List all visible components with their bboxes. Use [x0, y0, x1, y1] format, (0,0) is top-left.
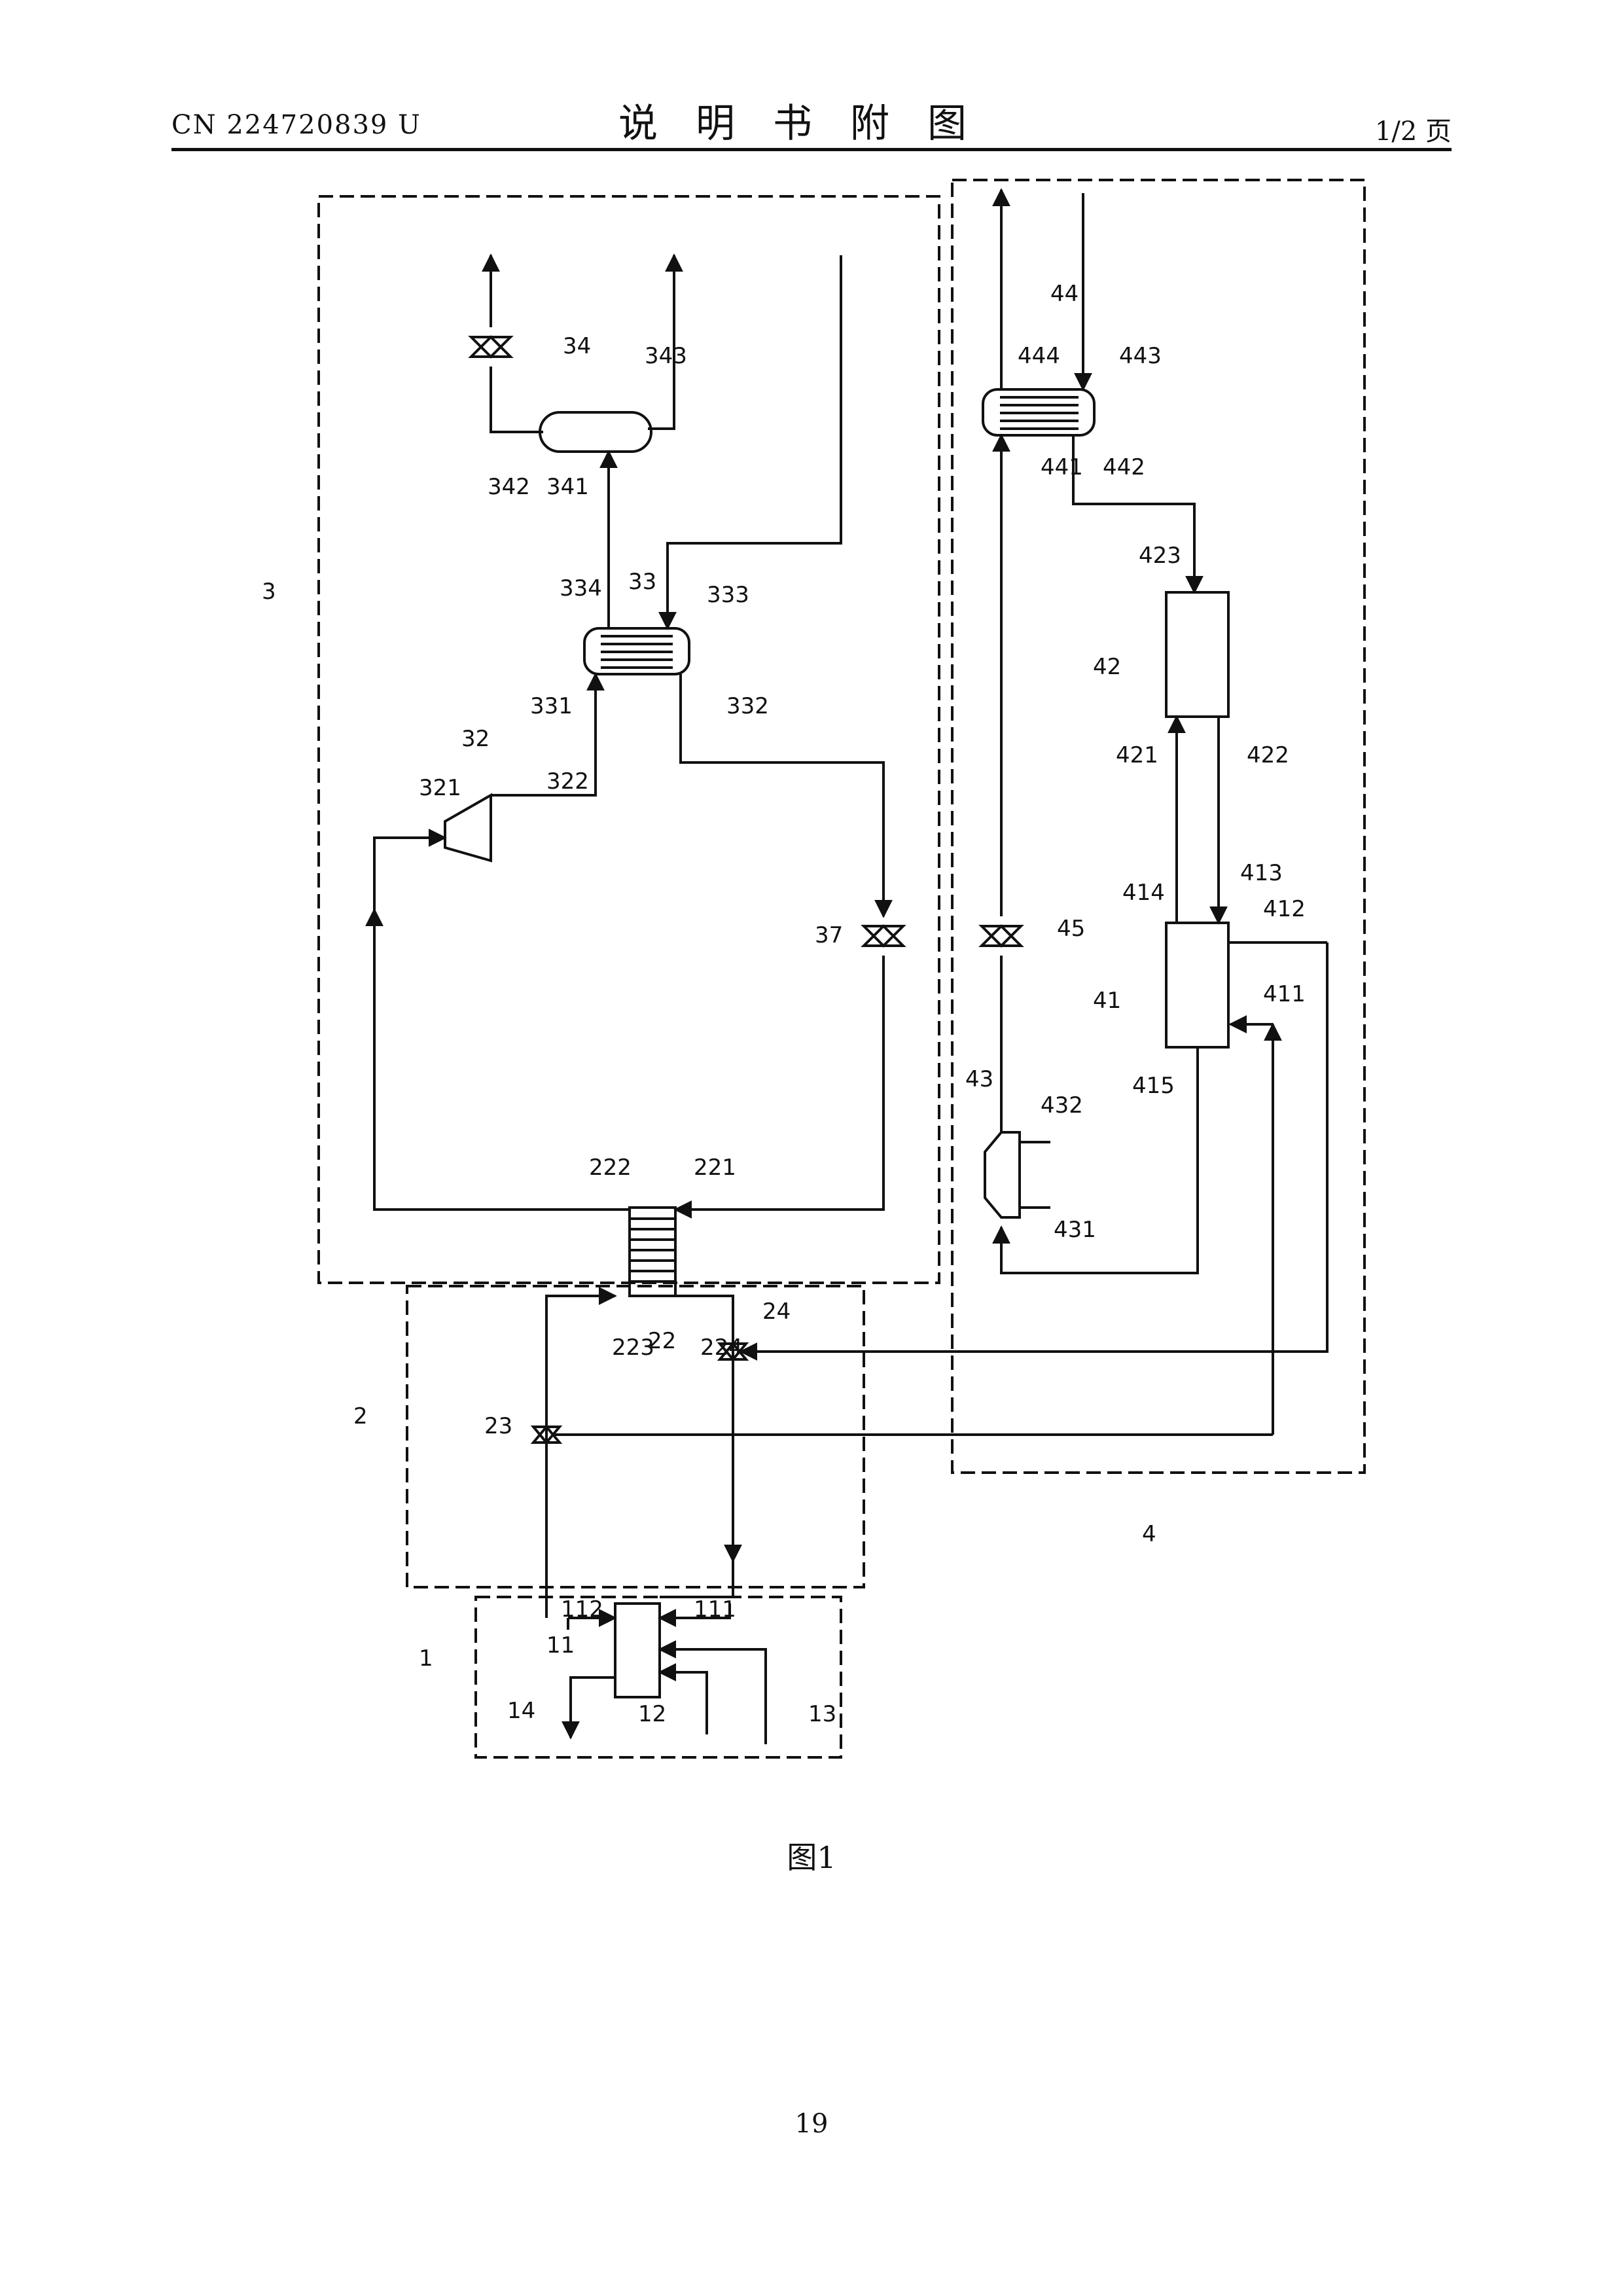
- label-332: 332: [726, 693, 769, 719]
- label-32: 32: [461, 726, 490, 752]
- label-444: 444: [1018, 343, 1060, 369]
- label-423: 423: [1139, 543, 1181, 569]
- figure-caption: 图1: [0, 1834, 1623, 1877]
- label-37: 37: [815, 922, 843, 948]
- label-42: 42: [1093, 654, 1121, 680]
- label-3: 3: [262, 579, 276, 605]
- label-1: 1: [419, 1645, 433, 1672]
- unit-42: [1166, 592, 1228, 717]
- label-223: 223: [612, 1335, 654, 1361]
- boundary-3: [319, 196, 939, 1283]
- unit-11: [615, 1604, 660, 1697]
- label-443: 443: [1119, 343, 1162, 369]
- label-11: 11: [546, 1632, 575, 1659]
- page-number: 19: [0, 2109, 1623, 2139]
- label-341: 341: [546, 474, 589, 500]
- label-322: 322: [546, 768, 589, 795]
- label-432: 432: [1041, 1092, 1083, 1119]
- label-33: 33: [628, 569, 656, 595]
- label-342: 342: [488, 474, 530, 500]
- label-411: 411: [1263, 981, 1306, 1007]
- label-12: 12: [638, 1701, 666, 1727]
- label-4: 4: [1142, 1521, 1156, 1547]
- label-14: 14: [507, 1698, 535, 1724]
- label-44: 44: [1050, 281, 1079, 307]
- label-222: 222: [589, 1155, 632, 1181]
- separator-34: [540, 412, 651, 452]
- label-413: 413: [1240, 860, 1283, 886]
- boundary-2: [407, 1286, 864, 1587]
- label-34: 34: [563, 333, 591, 359]
- label-441: 441: [1041, 454, 1083, 480]
- label-23: 23: [484, 1413, 512, 1439]
- label-412: 412: [1263, 896, 1306, 922]
- label-13: 13: [808, 1701, 836, 1727]
- label-331: 331: [530, 693, 573, 719]
- compressor-32: [445, 795, 491, 861]
- label-321: 321: [419, 775, 461, 801]
- label-224: 224: [700, 1335, 743, 1361]
- label-421: 421: [1116, 742, 1158, 768]
- label-422: 422: [1247, 742, 1289, 768]
- boundary-4: [952, 180, 1364, 1473]
- label-111: 111: [694, 1596, 736, 1623]
- label-343: 343: [645, 343, 687, 369]
- diagram-labels: 3 4 2 1 11 12 13 14 111 112 22 23 24 221…: [262, 281, 1306, 1727]
- pump-43: [985, 1132, 1020, 1217]
- label-334: 334: [560, 575, 602, 601]
- label-442: 442: [1103, 454, 1145, 480]
- label-221: 221: [694, 1155, 736, 1181]
- label-24: 24: [762, 1299, 791, 1325]
- label-45: 45: [1057, 916, 1085, 942]
- label-333: 333: [707, 582, 749, 608]
- label-2: 2: [353, 1403, 368, 1429]
- unit-41: [1166, 923, 1228, 1047]
- label-414: 414: [1122, 880, 1165, 906]
- label-431: 431: [1054, 1217, 1096, 1243]
- label-112: 112: [561, 1596, 603, 1623]
- label-43: 43: [965, 1066, 993, 1092]
- label-41: 41: [1093, 988, 1121, 1014]
- label-415: 415: [1132, 1073, 1175, 1099]
